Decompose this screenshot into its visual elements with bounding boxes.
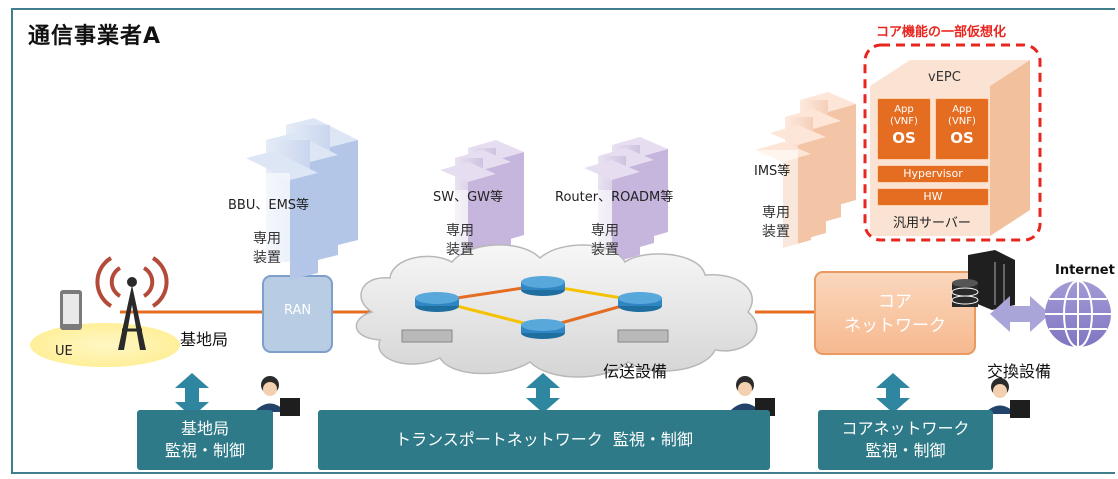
ue-coverage [30,323,180,367]
router-icon [521,319,565,339]
ims-equipment-stack [752,92,856,248]
hypervisor-bar: Hypervisor [877,165,989,183]
bidirectional-arrow-icon [990,296,1050,332]
router-icon [618,292,662,312]
core-network-box [814,271,976,355]
ran-label: RAN [283,303,312,318]
transmission-device-icon [401,329,453,343]
dedicated-equipment-label: 専用装置 [591,223,619,258]
smartphone-icon [60,290,82,330]
virtualization-dashed-frame [863,43,1042,242]
ue-label: UE [55,344,73,359]
operator-frame [11,8,1115,474]
router-icon [415,292,459,312]
vnf-app-box: App (VNF) OS [877,98,931,160]
operator-person-icon [729,376,775,416]
hardware-bar: HW [877,188,989,206]
sw-gw-label: SW、GW等 [433,190,504,205]
exchange-building-icon [968,250,1015,310]
sw-gw-equipment-stack [440,140,524,265]
vnf-app-box: App (VNF) OS [935,98,989,160]
exchange-equipment-label: 交換設備 [987,362,1052,381]
operator-person-icon [984,378,1030,418]
dedicated-equipment-label: 専用装置 [762,205,790,240]
transport-cloud [355,244,758,378]
operator-person-icon [254,376,300,416]
dedicated-equipment-label: 専用装置 [253,231,281,266]
vertical-arrow-icon [175,373,209,417]
bbu-equipment-stack [246,118,358,280]
antenna-tower-icon [95,256,169,350]
ims-label: IMS等 [754,164,791,179]
database-icon [951,279,979,307]
vertical-arrow-icon [876,373,910,413]
transport-control-box: トランスポートネットワーク 監視・制御 [318,410,770,470]
transmission-device-icon [617,329,669,343]
bbu-label: BBU、EMS等 [228,198,310,213]
core-network-control-box: コアネットワーク 監視・制御 [818,410,993,470]
page-title: 通信事業者A [28,24,162,49]
core-network-label: コアネットワーク [844,292,946,336]
dedicated-equipment-label: 専用装置 [446,223,474,258]
general-server-label: 汎用サーバー [893,216,971,231]
vertical-arrow-icon [526,373,560,413]
transport-equipment-label: 伝送設備 [603,362,668,381]
internet-globe-icon [1045,280,1111,348]
core-virtualization-title: コア機能の一部仮想化 [876,25,1007,40]
internet-label: Internet [1055,263,1115,278]
router-label: Router、ROADM等 [555,190,674,205]
base-station-label: 基地局 [180,330,229,349]
base-station-control-box: 基地局 監視・制御 [137,410,273,470]
router-icon [521,276,565,296]
vepc-label: vEPC [928,70,961,85]
